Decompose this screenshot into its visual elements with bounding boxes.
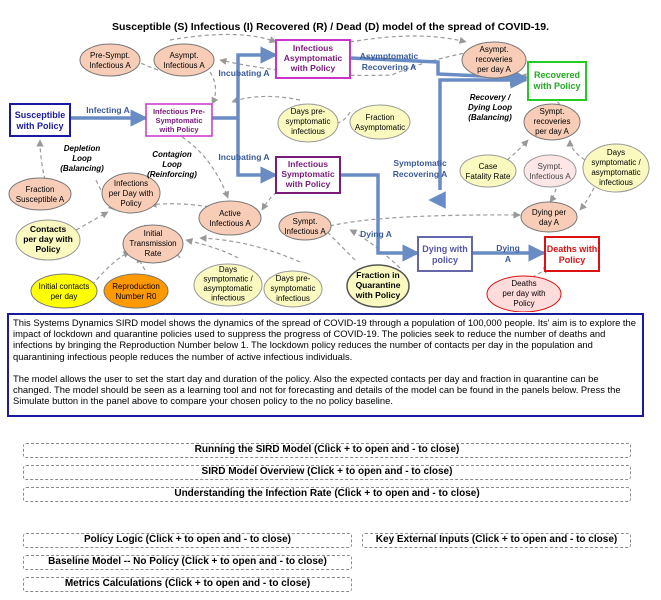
panel-policy-logic[interactable]: Policy Logic (Click + to open and - to c…: [23, 533, 352, 548]
aux-presympt-infectious[interactable]: Pre-Sympt.Infectious A: [79, 43, 141, 77]
panel-key-external-inputs[interactable]: Key External Inputs (Click + to open and…: [362, 533, 631, 548]
panel-running-sird[interactable]: Running the SIRD Model (Click + to open …: [23, 443, 631, 458]
flow-dying: [340, 173, 420, 262]
diagram-title: Susceptible (S) Infectious (I) Recovered…: [112, 21, 549, 33]
information-links: [36, 33, 601, 286]
description-paragraph: This Systems Dynamics SIRD model shows t…: [13, 317, 636, 362]
description-paragraph: The model allows the user to set the sta…: [13, 372, 621, 407]
panel-sird-overview[interactable]: SIRD Model Overview (Click + to open and…: [23, 465, 631, 480]
label-incubating-top: Incubating A: [218, 68, 269, 78]
panel-metrics-calculations[interactable]: Metrics Calculations (Click + to open an…: [23, 577, 352, 592]
panel-infection-rate[interactable]: Understanding the Infection Rate (Click …: [23, 487, 631, 502]
aux-sympt-infectious-2[interactable]: Sympt.Infectious A: [278, 211, 332, 241]
aux-sympt-infectious[interactable]: Sympt.Infectious A: [523, 154, 577, 188]
svg-text:Pre-Sympt.Infectious A: Pre-Sympt.Infectious A: [89, 51, 131, 70]
flow-incubating-bottom: [236, 118, 278, 184]
svg-text:Asympt.Infectious A: Asympt.Infectious A: [163, 51, 205, 70]
label-incubating-bottom: Incubating A: [218, 152, 269, 162]
aux-asympt-infectious[interactable]: Asympt.Infectious A: [153, 43, 215, 77]
svg-text:Sympt.Infectious A: Sympt.Infectious A: [529, 162, 571, 181]
flow-incubating-top: [212, 46, 278, 120]
label-infecting: Infecting A: [86, 105, 130, 115]
svg-text:Sympt.Infectious A: Sympt.Infectious A: [284, 217, 326, 236]
loop-recovery: Recovery /Dying Loop(Balancing): [468, 93, 512, 122]
flow-sympt-to-recovered: [438, 71, 528, 190]
model-description: This Systems Dynamics SIRD model shows t…: [7, 313, 644, 417]
panel-baseline-model[interactable]: Baseline Model -- No Policy (Click + to …: [23, 555, 352, 570]
label-dying: Dying A: [360, 229, 392, 239]
